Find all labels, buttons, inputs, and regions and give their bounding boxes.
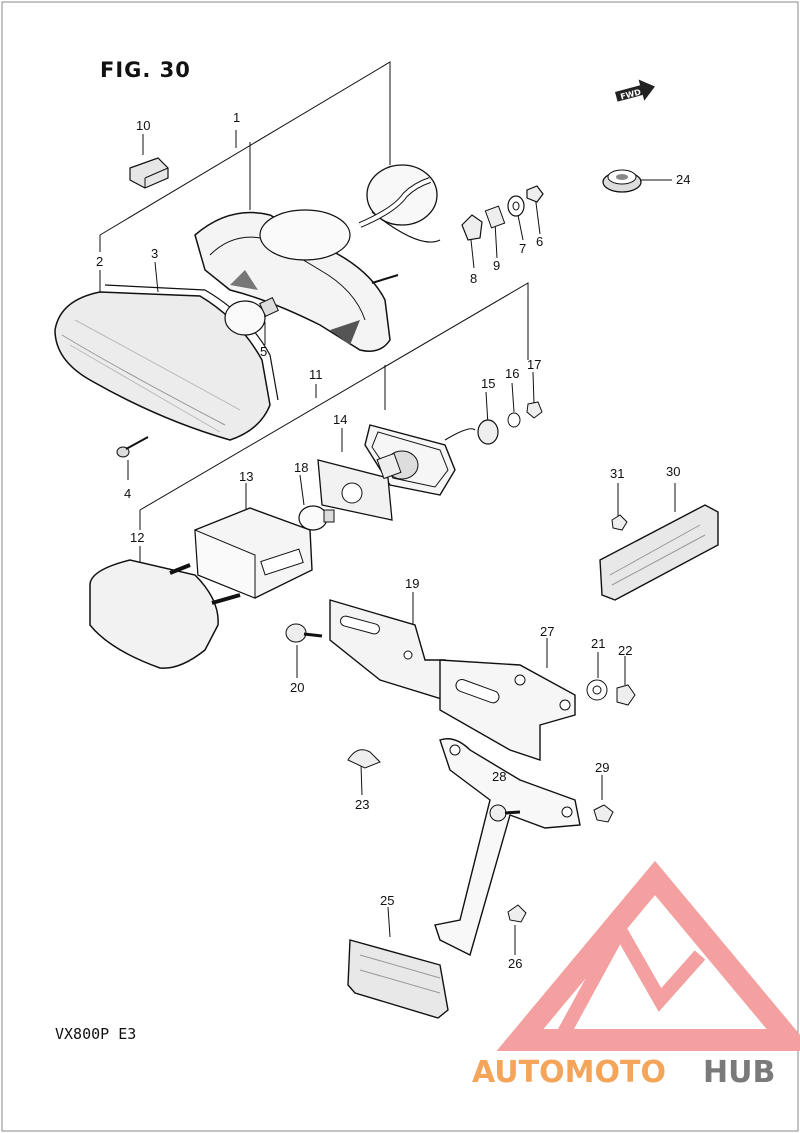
leader-lines	[99, 61, 676, 955]
callout-12: 12	[130, 530, 144, 545]
fwd-label: FWD	[619, 87, 642, 101]
callout-26: 26	[508, 956, 522, 971]
callout-19: 19	[405, 576, 419, 591]
callout-11: 11	[309, 367, 323, 382]
callout-30: 30	[666, 464, 680, 479]
small-fasteners	[285, 514, 636, 923]
callout-5: 5	[260, 344, 267, 359]
part-30-reflector	[599, 504, 719, 601]
callout-18: 18	[294, 460, 308, 475]
callout-23: 23	[355, 797, 369, 812]
part-10-pad	[129, 157, 169, 189]
callout-21: 21	[591, 636, 605, 651]
callout-29: 29	[595, 760, 609, 775]
license-light-assembly	[298, 401, 543, 531]
watermark-text-orange: AUTOMOTO	[472, 1055, 666, 1090]
watermark-triangle	[496, 860, 800, 1051]
model-code: VX800P E3	[55, 1025, 137, 1043]
callout-24: 24	[676, 172, 690, 187]
lower-reflector	[347, 939, 449, 1019]
callout-1: 1	[233, 110, 240, 125]
watermark-text-gray: HUB	[703, 1055, 775, 1090]
callout-2: 2	[96, 254, 103, 269]
bracket-19	[329, 599, 446, 701]
part-24-grommet	[602, 169, 642, 193]
turn-signal-assembly	[89, 507, 313, 669]
parts-6-9	[461, 185, 544, 241]
part-4-screw	[116, 436, 149, 458]
taillight-lens	[54, 284, 279, 441]
callout-4: 4	[124, 486, 131, 501]
socket-cable	[358, 164, 441, 284]
fwd-arrow-icon: FWD	[615, 79, 655, 102]
callout-14: 14	[333, 412, 347, 427]
callout-8: 8	[470, 271, 477, 286]
callout-7: 7	[519, 241, 526, 256]
callout-20: 20	[290, 680, 304, 695]
bracket-27	[439, 659, 576, 761]
part-5-bulb	[224, 297, 279, 336]
watermark-logo: AUTOMOTO HUB	[472, 860, 800, 1090]
callout-15: 15	[481, 376, 495, 391]
callout-25: 25	[380, 893, 394, 908]
callout-28: 28	[492, 769, 506, 784]
bracket-25-stay	[434, 738, 581, 957]
callout-31: 31	[610, 466, 624, 481]
callout-17: 17	[527, 357, 541, 372]
callout-16: 16	[505, 366, 519, 381]
taillight-housing	[194, 209, 391, 352]
callout-3: 3	[151, 246, 158, 261]
callout-27: 27	[540, 624, 554, 639]
callout-22: 22	[618, 643, 632, 658]
callout-9: 9	[493, 258, 500, 273]
callout-13: 13	[239, 469, 253, 484]
callout-10: 10	[136, 118, 150, 133]
callout-6: 6	[536, 234, 543, 249]
watermark-m-stroke	[553, 915, 706, 1044]
figure-title: FIG. 30	[100, 58, 191, 82]
